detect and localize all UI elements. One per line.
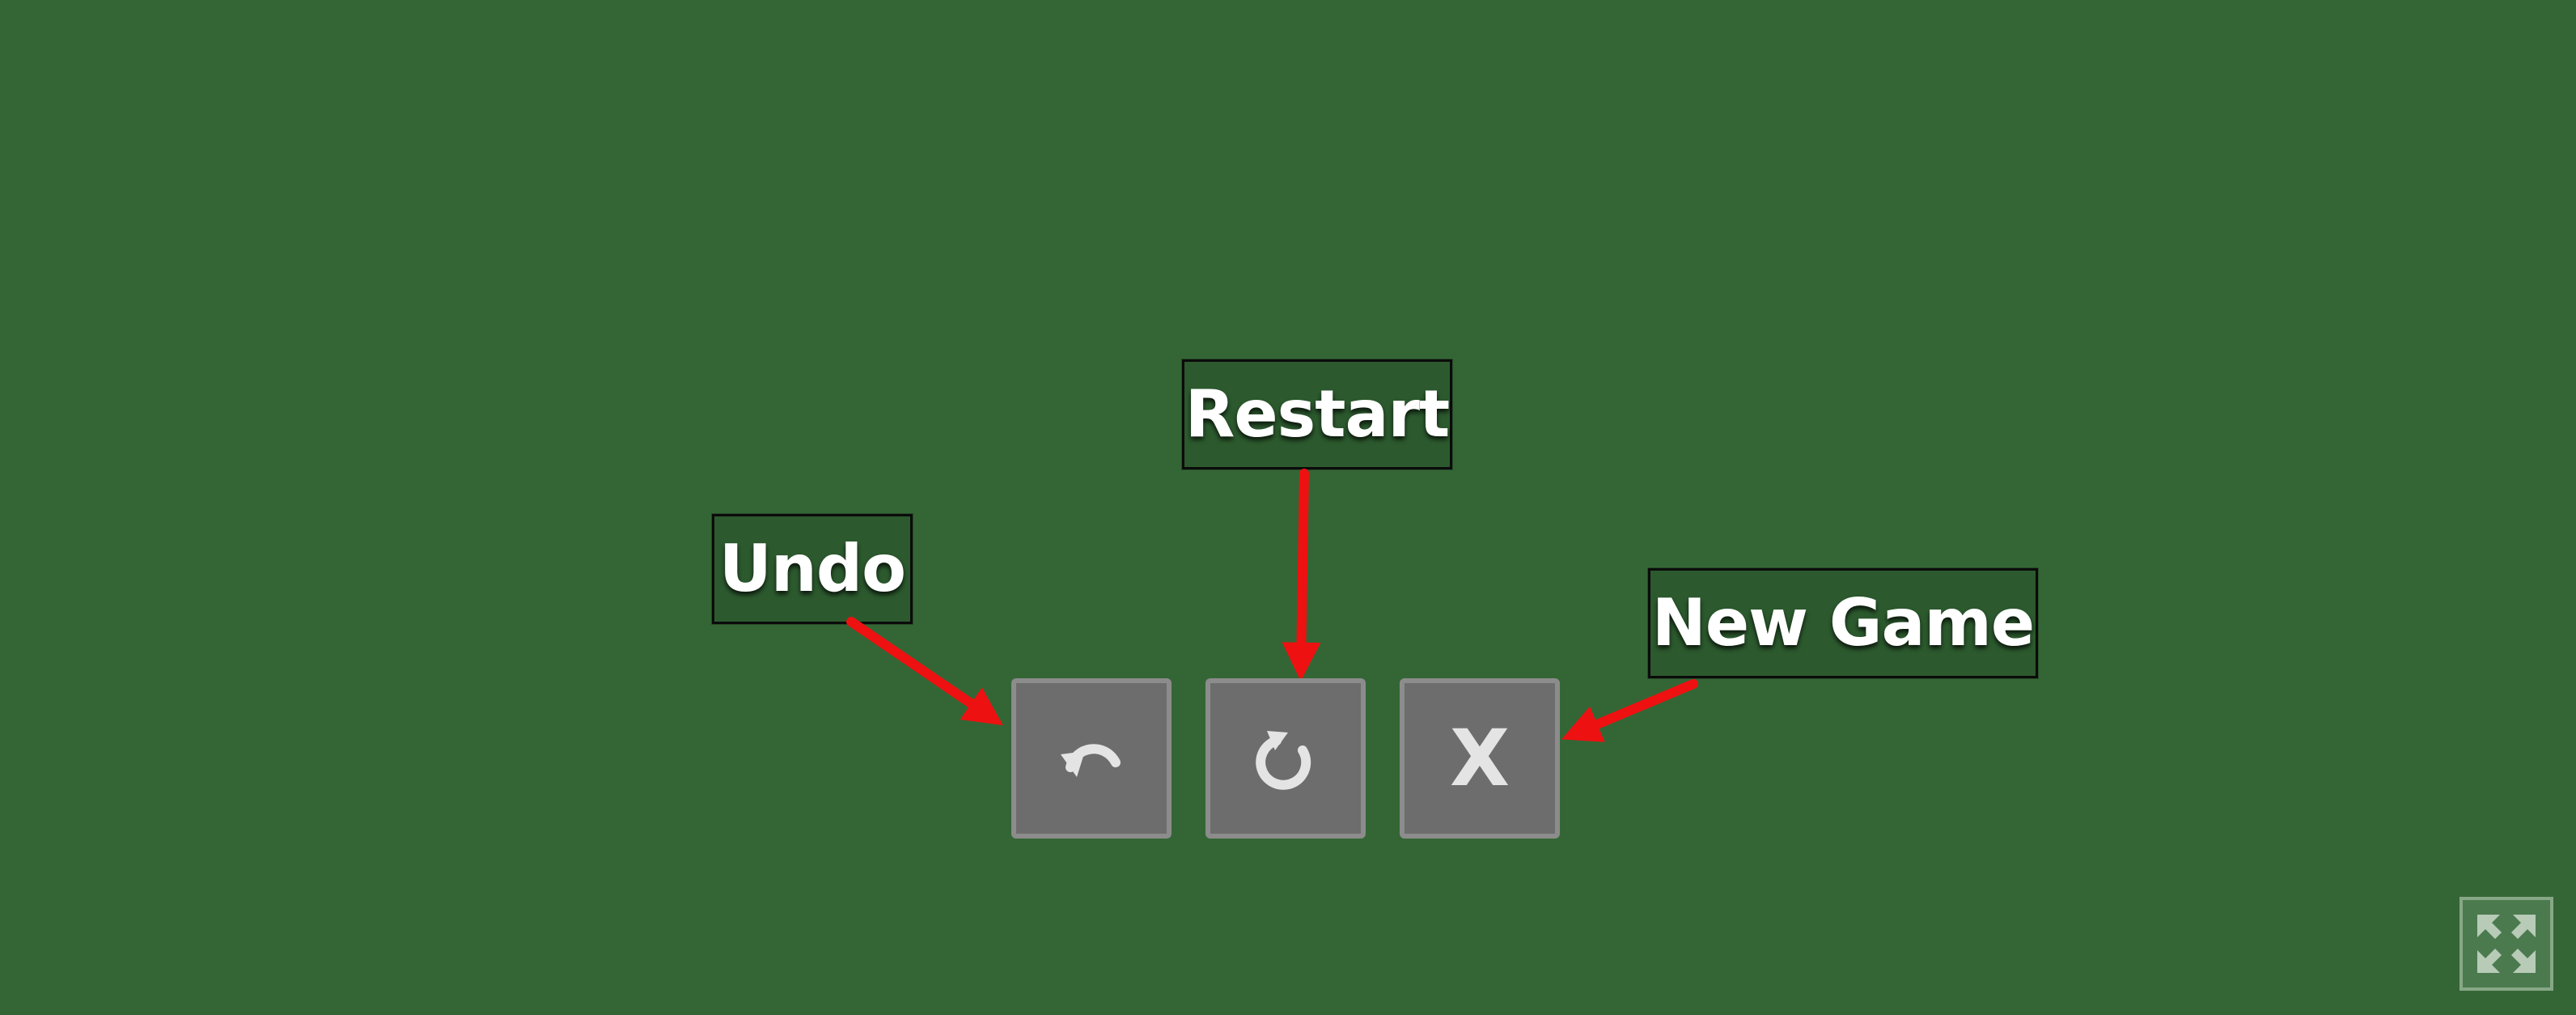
fullscreen-button[interactable]: [2459, 897, 2553, 991]
undo-callout-label: Undo: [712, 514, 913, 624]
undo-arrow-icon: [1061, 744, 1121, 777]
undo-callout-arrow: [846, 617, 1003, 726]
new-game-x-label: X: [1449, 713, 1510, 804]
fullscreen-expand-icon: [2477, 915, 2536, 973]
undo-button[interactable]: [1011, 678, 1171, 839]
restart-arrow-icon: [1256, 731, 1311, 790]
new-game-callout-label: New Game: [1648, 568, 2038, 678]
new-game-callout-arrow: [1561, 679, 1698, 742]
restart-button[interactable]: [1205, 678, 1366, 839]
restart-callout-label: Restart: [1182, 359, 1452, 469]
restart-callout-arrow: [1282, 469, 1321, 682]
new-game-button[interactable]: X: [1400, 678, 1560, 839]
